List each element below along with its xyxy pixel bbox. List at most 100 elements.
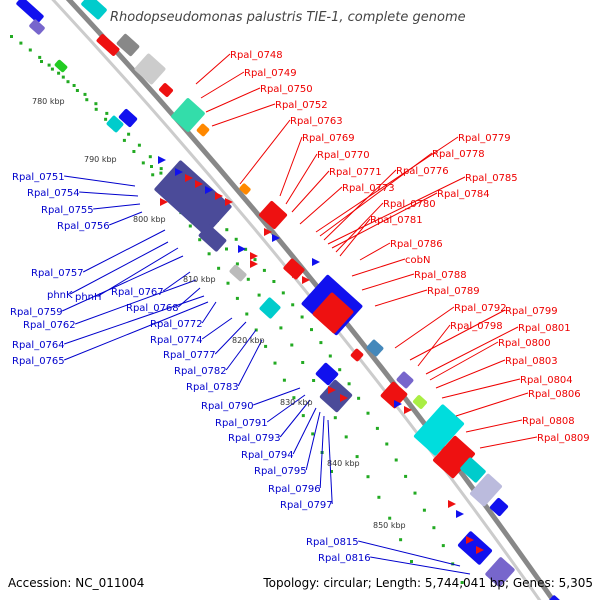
forward-gene-label[interactable]: Rpal_0788 xyxy=(414,270,467,281)
tick-dot xyxy=(410,560,413,563)
tick-dot xyxy=(28,48,32,52)
reverse-gene-label[interactable]: Rpal_0764 xyxy=(12,340,65,351)
forward-gene-label[interactable]: Rpal_0752 xyxy=(275,100,328,111)
forward-gene-label[interactable]: Rpal_0778 xyxy=(432,149,485,160)
reverse-gene-label[interactable]: Rpal_0796 xyxy=(268,484,321,495)
gene-arrow xyxy=(302,276,310,284)
reverse-gene-label[interactable]: Rpal_0757 xyxy=(31,268,84,279)
leader-line xyxy=(358,540,461,567)
reverse-gene-label[interactable]: phnH xyxy=(75,292,102,303)
reverse-gene-label[interactable]: Rpal_0793 xyxy=(228,433,281,444)
tick-dot xyxy=(399,538,403,542)
leader-line xyxy=(200,71,245,99)
forward-gene-label[interactable]: Rpal_0773 xyxy=(342,183,395,194)
forward-gene-label[interactable]: Rpal_0771 xyxy=(329,167,382,178)
reverse-gene-label[interactable]: Rpal_0774 xyxy=(150,335,203,346)
reverse-gene-label[interactable]: Rpal_0755 xyxy=(41,205,94,216)
leader-line xyxy=(201,301,217,324)
leader-line xyxy=(205,87,261,113)
reverse-gene-label[interactable]: Rpal_0777 xyxy=(163,350,216,361)
leader-line xyxy=(201,317,233,340)
forward-gene-label[interactable]: Rpal_0780 xyxy=(383,199,436,210)
forward-gene-label[interactable]: Rpal_0763 xyxy=(290,116,343,127)
leader-line xyxy=(214,321,247,355)
tick-dot xyxy=(388,516,392,520)
reverse-gene-label[interactable]: Rpal_0815 xyxy=(306,537,359,548)
tick-dot xyxy=(132,150,136,153)
leader-line xyxy=(409,309,506,361)
kbp-tick-dots xyxy=(10,35,464,584)
tick-dot xyxy=(83,92,87,96)
gene-feature xyxy=(350,348,364,362)
forward-gene-label[interactable]: Rpal_0792 xyxy=(454,303,507,314)
forward-gene-label[interactable]: Rpal_0748 xyxy=(230,50,283,61)
reverse-gene-label[interactable]: Rpal_0767 xyxy=(111,287,164,298)
forward-gene-label[interactable]: Rpal_0806 xyxy=(528,389,581,400)
forward-gene-label[interactable]: Rpal_0781 xyxy=(370,215,423,226)
tick-dot xyxy=(57,71,61,75)
forward-gene-label[interactable]: Rpal_0801 xyxy=(518,323,571,334)
reverse-gene-label[interactable]: phnK xyxy=(47,290,73,301)
reverse-gene-label[interactable]: Rpal_0756 xyxy=(57,221,110,232)
tick-dot xyxy=(66,80,70,84)
forward-gene-label[interactable]: Rpal_0786 xyxy=(390,239,443,250)
tick-dot xyxy=(292,396,296,400)
tick-dot xyxy=(282,378,286,382)
leader-line xyxy=(425,326,519,375)
reverse-gene-label[interactable]: Rpal_0795 xyxy=(254,466,307,477)
leader-line xyxy=(195,53,231,85)
forward-gene-label[interactable]: Rpal_0803 xyxy=(505,356,558,367)
forward-gene-label[interactable]: Rpal_0808 xyxy=(522,416,575,427)
forward-gene-labels: Rpal_0748Rpal_0749Rpal_0750Rpal_0752Rpal… xyxy=(230,50,590,444)
forward-gene-label[interactable]: Rpal_0809 xyxy=(537,433,590,444)
forward-gene-label[interactable]: Rpal_0799 xyxy=(505,306,558,317)
reverse-gene-label[interactable]: Rpal_0782 xyxy=(174,366,227,377)
reverse-gene-label[interactable]: Rpal_0768 xyxy=(126,303,179,314)
leader-line xyxy=(417,324,451,367)
leader-line xyxy=(359,242,391,261)
tick-dot xyxy=(150,165,153,168)
gene-feature xyxy=(154,160,232,236)
forward-gene-label[interactable]: Rpal_0776 xyxy=(396,166,449,177)
forward-gene-label[interactable]: Rpal_0769 xyxy=(302,133,355,144)
reverse-gene-label[interactable]: Rpal_0754 xyxy=(27,188,80,199)
forward-gene-label[interactable]: Rpal_0800 xyxy=(498,338,551,349)
reverse-gene-label[interactable]: Rpal_0794 xyxy=(241,450,294,461)
forward-gene-label[interactable]: Rpal_0770 xyxy=(317,150,370,161)
forward-gene-label[interactable]: Rpal_0789 xyxy=(427,286,480,297)
gene-arrow xyxy=(404,406,412,414)
tick-dot xyxy=(273,361,277,365)
forward-gene-label[interactable]: Rpal_0750 xyxy=(260,84,313,95)
tick-dot xyxy=(159,171,163,175)
forward-gene-label[interactable]: cobN xyxy=(405,255,430,266)
forward-gene-label[interactable]: Rpal_0804 xyxy=(520,375,573,386)
leader-line xyxy=(299,186,343,225)
reverse-gene-label[interactable]: Rpal_0797 xyxy=(280,500,333,511)
reverse-gene-label[interactable]: Rpal_0751 xyxy=(12,172,65,183)
reverse-gene-label[interactable]: Rpal_0765 xyxy=(12,356,65,367)
forward-gene-label[interactable]: Rpal_0749 xyxy=(244,68,297,79)
forward-gene-label[interactable]: Rpal_0779 xyxy=(458,133,511,144)
tick-dot xyxy=(254,328,258,332)
reverse-gene-label[interactable]: Rpal_0791 xyxy=(215,418,268,429)
forward-gene-label[interactable]: Rpal_0798 xyxy=(450,321,503,332)
tick-dot xyxy=(404,474,408,478)
reverse-gene-label[interactable]: Rpal_0783 xyxy=(186,382,239,393)
gene-feature xyxy=(159,83,173,97)
tick-dot xyxy=(422,508,426,512)
reverse-gene-label[interactable]: Rpal_0772 xyxy=(150,319,203,330)
forward-gene-label[interactable]: Rpal_0785 xyxy=(465,173,518,184)
gene-arrow xyxy=(264,228,272,236)
gene-arrow xyxy=(476,546,484,554)
reverse-gene-label[interactable]: Rpal_0759 xyxy=(10,307,63,318)
leader-line xyxy=(253,387,301,406)
scale-label: 850 kbp xyxy=(373,521,406,530)
tick-dot xyxy=(301,361,305,364)
reverse-gene-label[interactable]: Rpal_0816 xyxy=(318,553,371,564)
gene-arrow xyxy=(312,258,320,266)
tick-dot xyxy=(290,343,294,347)
leader-line xyxy=(291,170,330,213)
forward-gene-label[interactable]: Rpal_0784 xyxy=(437,189,490,200)
reverse-gene-label[interactable]: Rpal_0790 xyxy=(201,401,254,412)
reverse-gene-label[interactable]: Rpal_0762 xyxy=(23,320,76,331)
